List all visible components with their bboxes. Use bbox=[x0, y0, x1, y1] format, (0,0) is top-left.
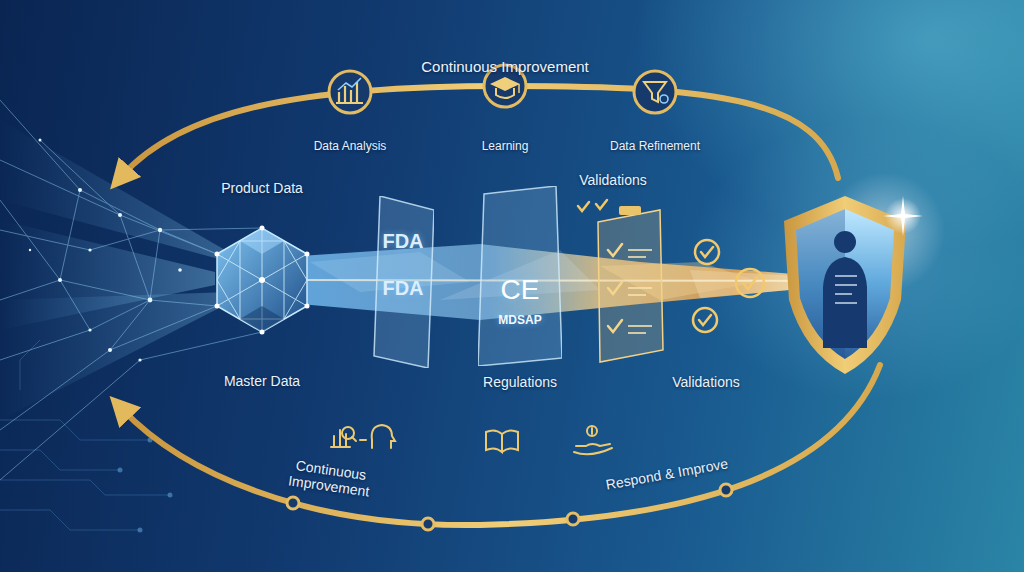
panel-text: FDA bbox=[382, 230, 423, 253]
section-label: Product Data bbox=[221, 180, 303, 196]
panel-text: CE bbox=[501, 274, 540, 306]
panel-outline bbox=[374, 196, 434, 368]
section-label: Data Analysis bbox=[314, 140, 387, 154]
section-label: Data Refinement bbox=[610, 140, 700, 154]
section-label: Respond & Improve bbox=[605, 455, 730, 492]
diagram-title: Continuous Improvement bbox=[421, 58, 589, 75]
section-label: Continuous Improvement bbox=[269, 454, 390, 502]
section-label: Validations bbox=[579, 172, 646, 188]
panel-outline bbox=[478, 186, 562, 366]
section-label: Validations bbox=[672, 374, 739, 390]
regulation-panel: CE MDSAP bbox=[478, 186, 562, 366]
section-label: Learning bbox=[482, 140, 529, 154]
panel-text: MDSAP bbox=[498, 314, 541, 328]
section-label: Master Data bbox=[224, 373, 300, 389]
section-label: Regulations bbox=[483, 374, 557, 390]
panel-text: FDA bbox=[382, 277, 423, 300]
regulation-panel: FDA FDA bbox=[372, 196, 434, 368]
